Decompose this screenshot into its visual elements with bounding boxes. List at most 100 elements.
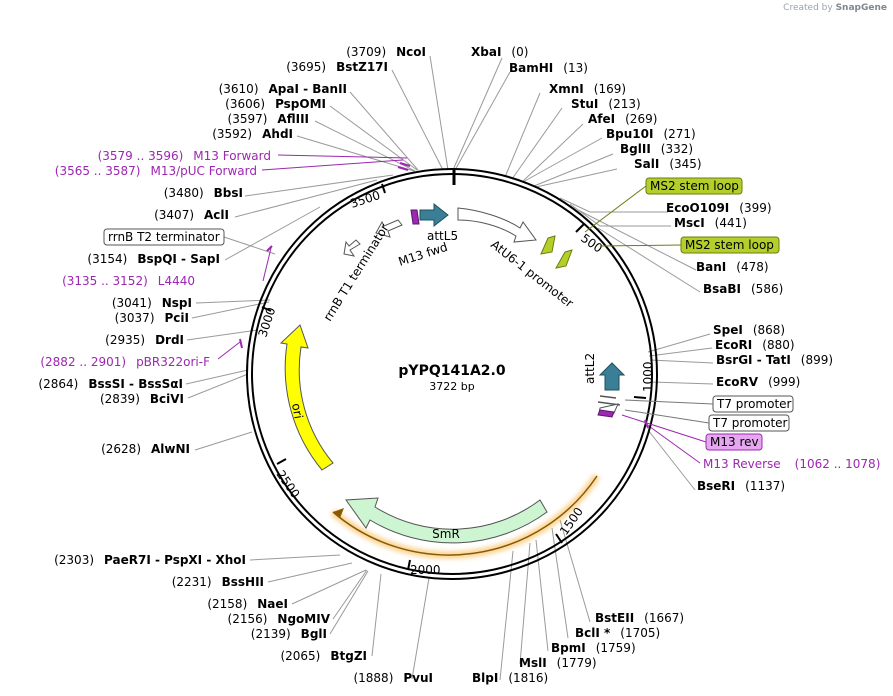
enzyme-bgli[interactable]: BglI bbox=[301, 627, 327, 641]
rrnb-t1-label: rrnB T1 terminator bbox=[321, 221, 392, 323]
enzyme-ncoi[interactable]: NcoI bbox=[396, 45, 426, 59]
enzyme-ngomiv[interactable]: NgoMIV bbox=[277, 612, 330, 626]
enzyme-bcivi[interactable]: BciVI bbox=[150, 392, 184, 406]
svg-text:SpeI(868): SpeI(868) bbox=[713, 323, 785, 337]
enzyme-afliii[interactable]: AflIII bbox=[277, 112, 309, 126]
svg-text:BpmI(1759): BpmI(1759) bbox=[551, 641, 636, 655]
rrnb-t2-terminator-label[interactable]: rrnB T2 terminator bbox=[103, 228, 225, 246]
enzyme-pvui[interactable]: PvuI bbox=[403, 671, 433, 685]
ori-feature[interactable] bbox=[279, 324, 334, 471]
primer-l4440[interactable]: L4440 bbox=[158, 274, 195, 288]
svg-text:MscI(441): MscI(441) bbox=[674, 216, 747, 230]
snapgene-brand: SnapGene bbox=[835, 3, 887, 13]
enzyme-apai-banii[interactable]: ApaI - BanII bbox=[269, 82, 348, 96]
enzyme-blpi[interactable]: BlpI bbox=[472, 671, 498, 685]
svg-text:M13 rev: M13 rev bbox=[710, 435, 759, 449]
enzyme-xmni[interactable]: XmnI bbox=[549, 82, 584, 96]
enzyme-bsabi[interactable]: BsaBI bbox=[703, 282, 741, 296]
enzyme-bpu10i[interactable]: Bpu10I bbox=[606, 127, 653, 141]
enzyme-ecori[interactable]: EcoRI bbox=[715, 338, 752, 352]
plasmid-size: 3722 bp bbox=[429, 380, 474, 393]
m13-rev-label[interactable]: M13 rev bbox=[705, 433, 763, 451]
t7-promoter-label-a[interactable]: T7 promoter bbox=[712, 395, 794, 413]
enzyme-acli[interactable]: AclI bbox=[204, 208, 229, 222]
enzyme-ecoo109i[interactable]: EcoO109I bbox=[666, 201, 729, 215]
enzyme-stui[interactable]: StuI bbox=[571, 97, 598, 111]
enzyme-bsssi-bsssai[interactable]: BssSI - BssSαI bbox=[88, 377, 183, 391]
primer-m13-reverse[interactable]: M13 Reverse bbox=[703, 457, 781, 471]
svg-text:(3154)BspQI - SapI: (3154)BspQI - SapI bbox=[87, 252, 220, 266]
enzyme-msli[interactable]: MslI bbox=[519, 656, 547, 670]
svg-text:(3695)BstZ17I: (3695)BstZ17I bbox=[286, 60, 388, 74]
enzyme-alwni[interactable]: AlwNI bbox=[151, 442, 190, 456]
svg-text:(1888)PvuI: (1888)PvuI bbox=[353, 671, 433, 685]
enzyme-paer7i-pspxi-xhoi[interactable]: PaeR7I - PspXI - XhoI bbox=[104, 553, 246, 567]
primer-m13-puc-forward[interactable]: M13/pUC Forward bbox=[150, 164, 257, 178]
svg-text:StuI(213): StuI(213) bbox=[571, 97, 641, 111]
enzyme-xbai[interactable]: XbaI bbox=[471, 45, 501, 59]
tick-marks bbox=[261, 183, 647, 571]
enzyme-nspi[interactable]: NspI bbox=[162, 296, 192, 310]
enzyme-msci[interactable]: MscI bbox=[674, 216, 705, 230]
attl2-feature[interactable] bbox=[598, 362, 626, 391]
enzyme-bsshii[interactable]: BssHII bbox=[222, 575, 264, 589]
ms2-leader-a bbox=[584, 185, 647, 233]
enzyme-bglii[interactable]: BglII bbox=[620, 142, 651, 156]
enzyme-bstz17i[interactable]: BstZ17I bbox=[336, 60, 388, 74]
enzyme-pcii[interactable]: PciI bbox=[165, 311, 190, 325]
svg-text:BanI(478): BanI(478) bbox=[696, 260, 769, 274]
svg-text:T7 promoter: T7 promoter bbox=[712, 416, 788, 430]
enzyme-ecorv[interactable]: EcoRV bbox=[716, 375, 759, 389]
enzyme-pspomi[interactable]: PspOMI bbox=[275, 97, 326, 111]
attl5-label: attL5 bbox=[427, 229, 458, 243]
rrnb-t1-arrow-a[interactable] bbox=[375, 219, 403, 238]
enzyme-sali[interactable]: SalI bbox=[634, 157, 659, 171]
svg-text:AfeI(269): AfeI(269) bbox=[588, 112, 657, 126]
atu6-promoter-feature[interactable] bbox=[457, 207, 537, 243]
enzyme-afei[interactable]: AfeI bbox=[588, 112, 615, 126]
primer-m13-forward[interactable]: M13 Forward bbox=[193, 149, 271, 163]
rrnb-t1-arrow-b[interactable] bbox=[343, 239, 361, 257]
svg-text:BlpI(1816): BlpI(1816) bbox=[472, 671, 548, 685]
ms2-stem-loop-label-a[interactable]: MS2 stem loop bbox=[645, 177, 743, 195]
svg-text:XbaI(0): XbaI(0) bbox=[471, 45, 528, 59]
svg-text:BstEII(1667): BstEII(1667) bbox=[595, 611, 684, 625]
enzyme-spei[interactable]: SpeI bbox=[713, 323, 743, 337]
primer-pbr322ori-f[interactable]: pBR322ori-F bbox=[136, 355, 210, 369]
attl5-feature[interactable] bbox=[419, 202, 449, 228]
enzyme-bspqi-sapi[interactable]: BspQI - SapI bbox=[137, 252, 220, 266]
enzyme-ahdi[interactable]: AhdI bbox=[262, 127, 293, 141]
t7-promoter-label-b[interactable]: T7 promoter bbox=[708, 414, 790, 432]
svg-text:EcoRV(999): EcoRV(999) bbox=[716, 375, 800, 389]
left-leader-lines bbox=[185, 55, 449, 680]
enzyme-bbsi[interactable]: BbsI bbox=[214, 186, 243, 200]
attl2-label: attL2 bbox=[583, 353, 597, 384]
selection-arrowhead bbox=[333, 508, 344, 518]
enzyme-bcli[interactable]: BclI * bbox=[575, 626, 611, 640]
tick-label-1000: 1000 bbox=[641, 361, 655, 392]
enzyme-naei[interactable]: NaeI bbox=[257, 597, 288, 611]
svg-text:MS2 stem loop: MS2 stem loop bbox=[650, 179, 739, 193]
ms2-stem-loop-label-b[interactable]: MS2 stem loop bbox=[680, 236, 780, 254]
m13-rev-feature[interactable] bbox=[597, 409, 615, 418]
enzyme-bsteii[interactable]: BstEII bbox=[595, 611, 634, 625]
enzyme-bani[interactable]: BanI bbox=[696, 260, 726, 274]
enzyme-btgzi[interactable]: BtgZI bbox=[330, 649, 367, 663]
primer-marks bbox=[239, 162, 649, 429]
ms2-mark-a[interactable] bbox=[540, 235, 556, 255]
svg-text:(2839)BciVI: (2839)BciVI bbox=[100, 392, 184, 406]
svg-text:(3407)AclI: (3407)AclI bbox=[154, 208, 229, 222]
tick-label-3000: 3000 bbox=[256, 306, 279, 339]
enzyme-bpmi[interactable]: BpmI bbox=[551, 641, 586, 655]
m13-fwd-feature[interactable] bbox=[410, 209, 420, 225]
t7-mark-a[interactable] bbox=[599, 395, 617, 399]
enzyme-drdi[interactable]: DrdI bbox=[155, 333, 184, 347]
smr-feature[interactable] bbox=[345, 497, 548, 544]
ms2-mark-b[interactable] bbox=[555, 249, 573, 269]
enzyme-bsrgi-tati[interactable]: BsrGI - TatI bbox=[716, 353, 791, 367]
m13-rev-leader bbox=[621, 414, 707, 443]
enzyme-bamhi[interactable]: BamHI bbox=[509, 61, 553, 75]
enzyme-bseri[interactable]: BseRI bbox=[697, 479, 735, 493]
svg-text:MS2 stem loop: MS2 stem loop bbox=[685, 238, 774, 252]
